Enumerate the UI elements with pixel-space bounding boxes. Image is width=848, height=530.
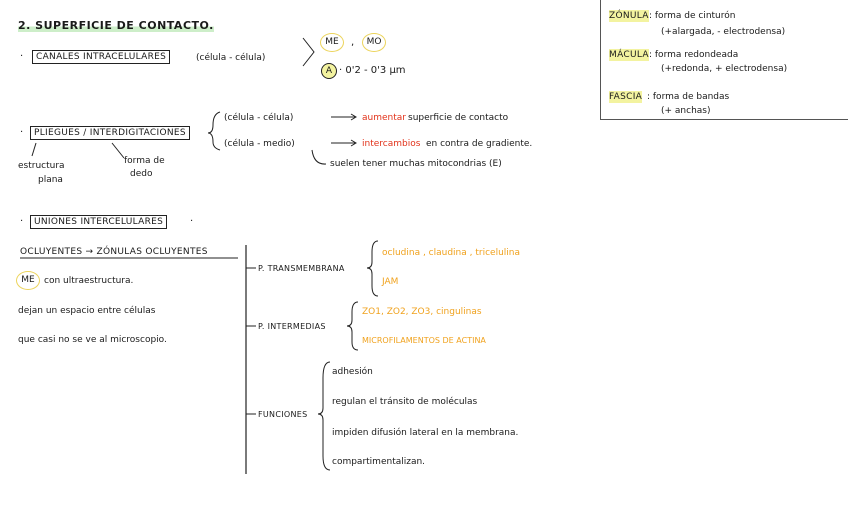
pliegues-branch-cell: (célula - célula) — [224, 113, 294, 123]
pliegues-effect1: superficie de contacto — [408, 113, 509, 123]
zonula-term: ZÓNULA — [609, 10, 649, 22]
ocluyentes-line2: dejan un espacio entre células — [18, 306, 156, 316]
bullet: · — [20, 51, 24, 62]
zonula-def-detail: (+alargada, - electrodensa) — [661, 27, 786, 37]
macula-def-detail: (+redonda, + electrodensa) — [661, 64, 788, 74]
sub-forma: forma de — [124, 156, 165, 166]
bullet-dot: · — [190, 216, 194, 227]
sub-estructura: estructura — [18, 161, 65, 171]
canales-paren: (célula - célula) — [196, 53, 266, 63]
ocluyentes-line3: que casi no se ve al microscopio. — [18, 335, 167, 345]
macula-def: : forma redondeada — [649, 50, 739, 60]
transmembrana-jam: JAM — [382, 277, 399, 287]
fascia-term: FASCIA — [609, 91, 643, 103]
me-badge-2: ME — [16, 271, 40, 290]
fascia-def: : forma de bandas — [647, 92, 730, 102]
bullet: · — [20, 127, 24, 138]
funcion-item: adhesión — [332, 367, 373, 377]
pliegues-intercambios: intercambios — [362, 139, 421, 149]
bullet: · — [20, 216, 24, 227]
zonula-def: : forma de cinturón — [649, 11, 736, 21]
funcion-item: regulan el tránsito de moléculas — [332, 397, 478, 407]
funcion-item: compartimentalizan. — [332, 457, 426, 467]
transmembrana-items: ocludina , claudina , tricelulina — [382, 248, 520, 258]
intermedias-actina: MICROFILAMENTOS DE ACTINA — [362, 336, 486, 345]
pliegues-label: PLIEGUES / INTERDIGITACIONES — [30, 126, 190, 140]
intermedias-label: P. INTERMEDIAS — [258, 322, 326, 331]
macula-term: MÁCULA — [609, 49, 649, 61]
ocluyentes-line1: con ultraestructura. — [44, 276, 134, 286]
comma: , — [351, 37, 355, 48]
transmembrana-label: P. TRANSMEMBRANA — [258, 264, 345, 273]
pliegues-note: suelen tener muchas mitocondrias (E) — [330, 159, 502, 169]
page-title: 2. SUPERFICIE DE CONTACTO. — [18, 19, 214, 32]
legend-box: ZÓNULA : forma de cinturón (+alargada, -… — [600, 0, 848, 120]
me-badge: ME — [320, 33, 344, 52]
pliegues-aumentar: aumentar — [362, 113, 406, 123]
pliegues-branch-medio: (célula - medio) — [224, 139, 295, 149]
ocluyentes-head: OCLUYENTES → ZÓNULAS OCLUYENTES — [20, 247, 208, 257]
intermedias-items: ZO1, ZO2, ZO3, cingulinas — [362, 307, 482, 317]
fascia-def-detail: (+ anchas) — [661, 106, 711, 116]
funcion-item: impiden difusión lateral en la membrana. — [332, 428, 519, 438]
sub-plana: plana — [38, 175, 63, 185]
pliegues-effect2: en contra de gradiente. — [426, 139, 533, 149]
canales-label: CANALES INTRACELULARES — [32, 50, 171, 64]
canales-size: · 0'2 - 0'3 μm — [339, 65, 406, 76]
letter-badge: A — [321, 63, 337, 79]
sub-dedo: dedo — [130, 169, 153, 179]
funciones-label: FUNCIONES — [258, 410, 308, 419]
uniones-label: UNIONES INTERCELULARES — [30, 215, 168, 229]
mo-badge: MO — [362, 33, 386, 52]
